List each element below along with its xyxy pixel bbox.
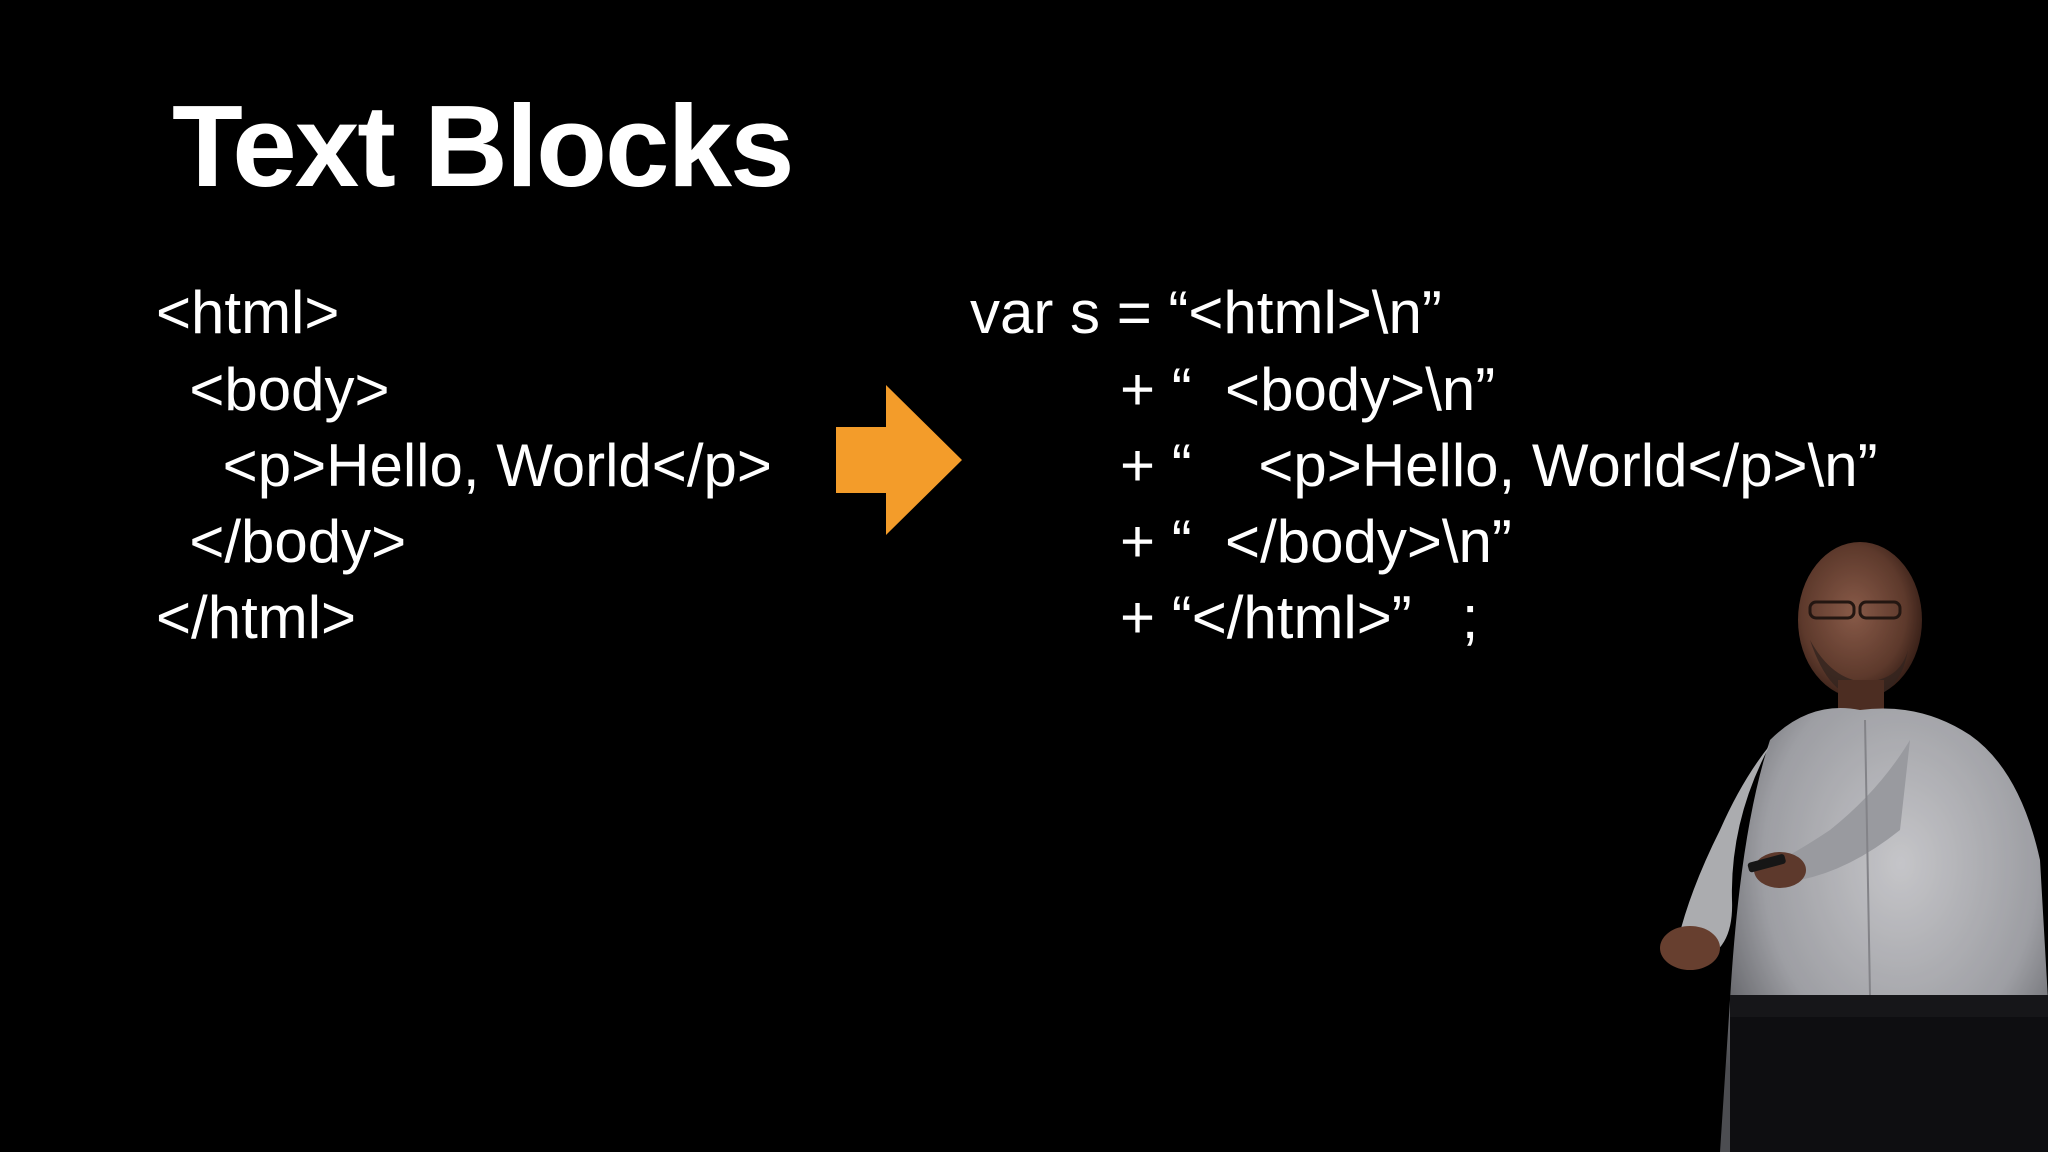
java-line-1: var s = “<html>\n” (970, 279, 1442, 346)
html-line-4: </body> (156, 508, 407, 575)
java-line-4: + “ </body>\n” (1120, 508, 1512, 575)
java-line-5: + “</html>” ; (1120, 584, 1479, 651)
html-line-5: </html> (156, 584, 357, 651)
java-line-3: + “ <p>Hello, World</p>\n” (1120, 432, 1878, 499)
html-line-1: <html> (156, 279, 340, 346)
java-line-2: + “ <body>\n” (1120, 356, 1496, 423)
html-line-2: <body> (156, 356, 390, 423)
right-arrow-icon (836, 385, 962, 535)
slide-title: Text Blocks (172, 81, 795, 211)
presenter-image (1660, 530, 2048, 1152)
html-line-3: <p>Hello, World</p> (156, 432, 772, 499)
